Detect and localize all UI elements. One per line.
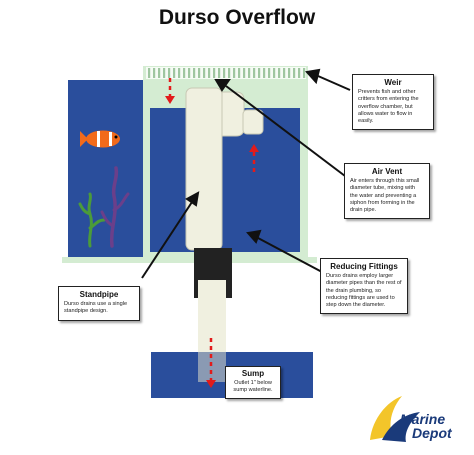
callout-air-vent: Air Vent Air enters through this small d…	[344, 163, 430, 220]
arrow-up-icon	[249, 144, 259, 152]
callout-standpipe: Standpipe Durso drains use a single stan…	[58, 286, 140, 321]
callout-reducing-fittings: Reducing Fittings Durso drains employ la…	[320, 258, 408, 315]
weir-tooth	[283, 68, 286, 78]
air-vent-elbow	[221, 91, 245, 137]
weir-tooth	[178, 68, 181, 78]
weir-tooth	[168, 68, 171, 78]
weir-tooth	[158, 68, 161, 78]
weir-tooth	[198, 68, 201, 78]
weir-tooth	[208, 68, 211, 78]
weir-tooth	[298, 68, 301, 78]
weir-tooth	[253, 68, 256, 78]
weir-tooth	[148, 68, 151, 78]
weir-tooth	[203, 68, 206, 78]
weir-tooth	[233, 68, 236, 78]
callout-weir-title: Weir	[384, 78, 402, 87]
callout-reducing-fittings-body: Durso drains employ larger diameter pipe…	[326, 273, 402, 309]
leader-lines	[141, 68, 351, 279]
weir-tooth	[243, 68, 246, 78]
logo-line1: Marine	[400, 411, 446, 427]
callout-air-vent-title: Air Vent	[371, 167, 403, 176]
page-title: Durso Overflow	[158, 6, 316, 29]
callout-standpipe-body: Durso drains use a single standpipe desi…	[64, 301, 128, 315]
weir-tooth	[188, 68, 191, 78]
seaweed-icon	[78, 166, 130, 248]
weir-tooth	[258, 68, 261, 78]
weir-tooth	[268, 68, 271, 78]
weir-tooth	[223, 68, 226, 78]
weir-tooth	[173, 68, 176, 78]
weir-tooth	[278, 68, 281, 78]
callout-sump: Sump Outlet 1" below sump waterline.	[225, 366, 281, 399]
callout-standpipe-title: Standpipe	[79, 290, 119, 299]
weir-tooth	[273, 68, 276, 78]
callout-sump-title: Sump	[241, 369, 265, 378]
weir-tooth	[218, 68, 221, 78]
air-vent-cap	[242, 109, 264, 135]
callout-air-vent-body: Air enters through this small diameter t…	[350, 178, 420, 214]
weir-tooth	[153, 68, 156, 78]
weir-tooth	[248, 68, 251, 78]
fish-icon	[80, 130, 120, 148]
logo-wave-icon	[370, 396, 420, 442]
weir-tooth	[213, 68, 216, 78]
callout-reducing-fittings-title: Reducing Fittings	[330, 262, 398, 271]
tank-bottom-band	[62, 257, 317, 263]
weir-tooth	[193, 68, 196, 78]
callout-weir: Weir Prevents fish and other critters fr…	[352, 74, 434, 131]
callout-sump-body: Outlet 1" below sump waterline.	[233, 380, 273, 394]
weir-tooth	[303, 68, 306, 78]
logo-line2: Depot	[412, 425, 452, 441]
standpipe	[185, 87, 264, 382]
callout-weir-body: Prevents fish and other critters from en…	[358, 89, 419, 125]
arrow-down-icon	[206, 380, 216, 388]
weir-tooth	[293, 68, 296, 78]
flow-arrows	[168, 78, 256, 380]
weir-tooth	[163, 68, 166, 78]
weir-tooth	[183, 68, 186, 78]
weir-tooth	[228, 68, 231, 78]
main-tank-water	[68, 80, 148, 260]
weir-tooth	[238, 68, 241, 78]
weir-comb	[146, 67, 306, 79]
weir-tooth	[288, 68, 291, 78]
weir-tooth	[263, 68, 266, 78]
arrow-down-icon	[165, 96, 175, 104]
